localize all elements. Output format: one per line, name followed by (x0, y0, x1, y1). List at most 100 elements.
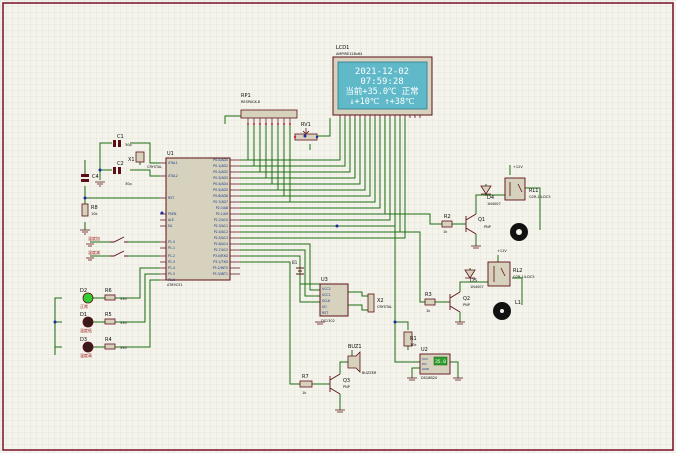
u1-left-pin-0: XTAL1 (168, 161, 178, 165)
d4-part: 1N4007 (487, 202, 501, 206)
wire-junctions (53, 134, 397, 324)
resistor-r1 (403, 331, 413, 347)
u1-right-pin-9: P2.1/A9 (216, 212, 228, 216)
l1-ref: L1 (515, 300, 521, 306)
capacitor-c1 (113, 140, 116, 147)
u1-right-pin-16: P3.0/RXD (213, 254, 228, 258)
diode-d5 (464, 269, 476, 279)
u3-pin-4: RST (322, 311, 328, 315)
bat-ref: B1 (292, 260, 298, 265)
r1-ref: R1 (410, 336, 417, 342)
u1-right-pin-7: P0.7/AD7 (213, 200, 228, 204)
lcd-ref: LCD1 (336, 45, 349, 51)
rl2-ref: RL2 (513, 268, 522, 274)
r1-value: 10k (410, 343, 417, 347)
d2-ref: D2 (80, 288, 87, 294)
d3-ref: D3 (80, 337, 87, 343)
u1-ref: U1 (167, 151, 174, 157)
resistor-r3 (424, 298, 436, 306)
relay-circuit-2: R3 1k Q2 PNP D5 1N4007 RL2 G2R-14-DC5 +1… (424, 249, 535, 325)
u1-right-pin-10: P2.2/A10 (214, 218, 228, 222)
c1-value: 30p (125, 143, 132, 147)
r6-value: 330 (120, 297, 127, 301)
lcd-line-date: 2021-12-02 (355, 67, 409, 77)
diode-d4 (480, 185, 492, 195)
r8-ref: R8 (91, 205, 98, 211)
status-leds: D2 正常 D1 温度低 D3 温度高 R6 330 R5 330 R4 330 (80, 288, 127, 358)
u3-pin-0: VCC2 (322, 287, 331, 291)
lcd-line-time: 07:59:28 (360, 77, 403, 87)
lcd-line-limits: ↓+10℃ ↑+38℃ (349, 97, 415, 107)
d4-ref: D4 (487, 195, 494, 201)
lcd-display: 2021-12-02 07:59:28 当前+35.0℃ 正常 ↓+10℃ ↑+… (332, 45, 433, 118)
button-temp-down-label: 温度减 (88, 249, 100, 255)
q3-ref: Q3 (343, 378, 350, 384)
d5-ref: D5 (470, 278, 477, 284)
u1-right-pin-5: P0.5/AD5 (213, 188, 228, 192)
capacitor-c2 (113, 167, 116, 174)
u1-right-pin-1: P0.1/AD1 (213, 164, 228, 168)
led-d1-low (82, 316, 94, 328)
u1-right-pin-17: P3.1/TXD (213, 260, 228, 264)
rv1-ref: RV1 (301, 122, 311, 128)
q2-part: PNP (463, 303, 470, 307)
u1-right-pin-2: P0.2/AD2 (213, 170, 228, 174)
rp1-part: RESPACK-8 (241, 100, 260, 104)
u3-pin-3: I/O (322, 305, 327, 309)
rl1-ref: RL1 (529, 188, 538, 194)
lcd-line-temperature: 当前+35.0℃ 正常 (345, 86, 418, 97)
u1-left-pin-10: P1.4 (168, 266, 175, 270)
push-buttons: 温度加 温度减 (86, 235, 128, 261)
lcd-part: AMPIRE128x64 (336, 52, 363, 56)
d5-part: 1N4007 (470, 285, 484, 289)
q1-part: PNP (484, 225, 491, 229)
u1-right-pin-8: P2.0/A8 (216, 206, 228, 210)
q1-ref: Q1 (478, 217, 485, 223)
lcd-screen (337, 61, 428, 110)
x2-ref: X2 (377, 298, 384, 304)
r7-ref: R7 (302, 374, 309, 380)
r8-value: 10k (91, 212, 98, 216)
r5-ref: R5 (105, 312, 112, 318)
button-temp-down (110, 250, 128, 257)
buz1-part: BUZZER (362, 371, 377, 375)
r3-ref: R3 (425, 292, 432, 298)
x2-part: CRYSTAL (377, 305, 392, 309)
button-temp-up-label: 温度加 (88, 235, 100, 241)
r6-ref: R6 (105, 288, 112, 294)
u1-left-pin-11: P1.5 (168, 272, 175, 276)
r2-ref: R2 (444, 214, 451, 220)
u3-part: DS1302 (321, 319, 335, 323)
q3-part: PNP (343, 385, 350, 389)
d1-label: 温度低 (80, 327, 92, 333)
u1-right-pin-11: P2.3/A11 (214, 224, 228, 228)
r4-ref: R4 (105, 337, 112, 343)
r4-value: 330 (120, 346, 127, 350)
battery-b1 (296, 267, 304, 275)
u1-left-pin-2: RST (168, 196, 174, 200)
relay-circuit-1: R2 1k Q1 PNP D4 1N4007 RL1 G2R-14-DC5 +1… (441, 165, 551, 249)
u1-left-pin-3: PSEN (168, 212, 177, 216)
u1-left-pin-12: P1.6 (168, 278, 175, 282)
transistor-q1 (465, 213, 477, 235)
relay-rl2 (487, 261, 511, 287)
rl2-part: G2R-14-DC5 (513, 275, 535, 279)
u1-left-pin-9: P1.3 (168, 260, 175, 264)
u2-part: DS18B20 (421, 376, 437, 380)
u1-right-pin-14: P2.6/A14 (214, 242, 228, 246)
relay-rl1 (504, 177, 526, 201)
u1-left-pin-8: P1.2 (168, 254, 175, 258)
x1-part: CRYSTAL (147, 165, 162, 169)
r3-value: 1k (426, 309, 431, 313)
capacitor-c4 (81, 174, 89, 177)
u1-left-pin-labels: XTAL1XTAL2RSTPSENALEEAP1.0P1.1P1.2P1.3P1… (168, 161, 178, 282)
u3-pin-1: VCC1 (322, 293, 331, 297)
sensor-readout (433, 356, 448, 366)
led-d2-normal (82, 292, 94, 304)
